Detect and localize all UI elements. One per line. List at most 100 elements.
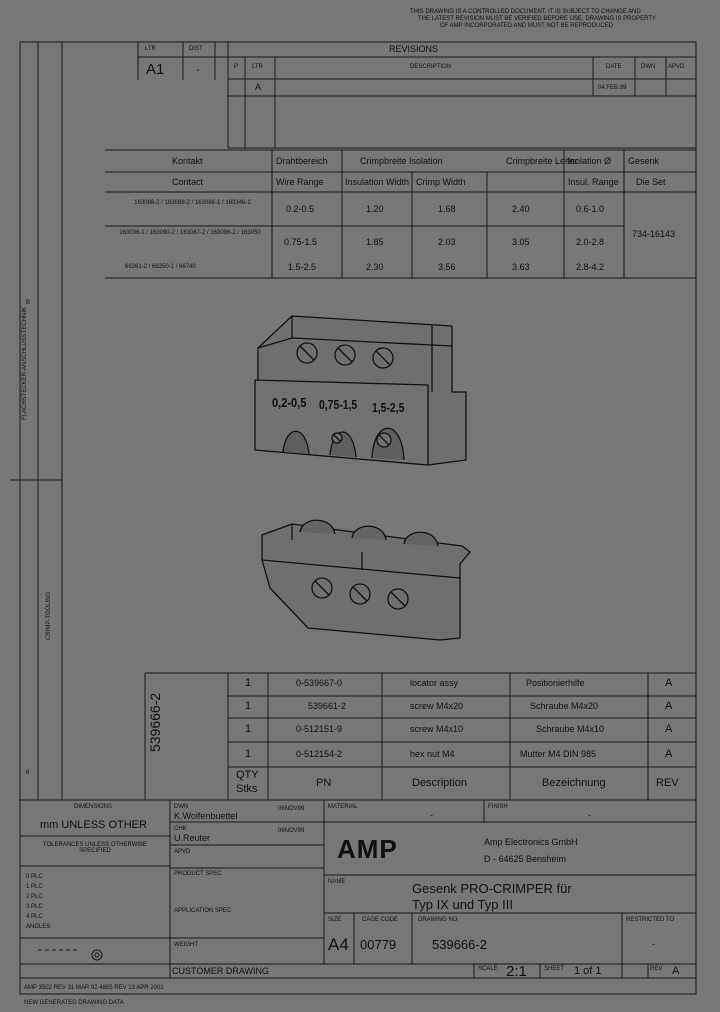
bom-part: 539661-2 bbox=[308, 701, 347, 711]
upper-die-drawing bbox=[254, 315, 467, 466]
hdr-crimp-isol: Crimpbreite Isolation bbox=[360, 156, 443, 166]
dwg-value: 539666-2 bbox=[432, 937, 487, 952]
company-line: D - 64625 Bensheim bbox=[484, 854, 567, 864]
die-set-number: 734-16143 bbox=[632, 229, 676, 239]
material-label: MATERIAL bbox=[328, 804, 358, 810]
row3-range: 2.8-4.2 bbox=[576, 262, 605, 272]
bom-rev: A bbox=[665, 748, 673, 760]
bom-footer-description: Description bbox=[412, 777, 468, 789]
bom-en: screw M4x10 bbox=[410, 724, 464, 734]
dist-label: DIST bbox=[189, 46, 203, 52]
bom-en: hex nut M4 bbox=[410, 749, 455, 759]
amp-logo-text: AMP bbox=[337, 834, 398, 864]
row2-range: 2.0-2.8 bbox=[576, 237, 605, 247]
tolerances-label: TOLERANCES UNLESS OTHERWISE SPECIFIED bbox=[42, 842, 148, 854]
row1-cond: 2.40 bbox=[512, 204, 530, 214]
restricted-value: - bbox=[652, 939, 655, 949]
rev-col-date: DATE bbox=[606, 64, 622, 70]
bom-footer-pn: PN bbox=[316, 777, 332, 789]
tol-line: 0 PLC bbox=[26, 874, 43, 880]
rev-row-ltr: A bbox=[255, 82, 262, 92]
scale-value: 2:1 bbox=[506, 963, 527, 980]
bom-en: locator assy bbox=[410, 678, 459, 688]
bom-en: screw M4x20 bbox=[410, 701, 464, 711]
company-line: Amp Electronics GmbH bbox=[484, 837, 578, 847]
revisions-title: REVISIONS bbox=[389, 44, 439, 54]
hdr-insul-width: Insulation Width bbox=[345, 177, 410, 187]
ltr-label: LTR bbox=[145, 46, 156, 52]
hdr-crimp-leiter: Crimpbreite Leiter bbox=[506, 156, 578, 166]
material-value: - bbox=[430, 810, 433, 820]
chk-label: CHK bbox=[174, 826, 187, 832]
hdr-die-set: Die Set bbox=[636, 177, 666, 187]
row2-contact: 163036-1 / 163090-2 / 163087-2 / 163096-… bbox=[119, 230, 261, 236]
tol-line: 3 PLC bbox=[26, 904, 43, 910]
lower-die-drawing bbox=[261, 519, 471, 641]
notice-line: OF AMP INCORPORATED AND MUST NOT BE REPR… bbox=[440, 23, 613, 29]
bom-footer-qty: QTY bbox=[236, 769, 259, 781]
side-letter-8: 8 bbox=[26, 770, 30, 776]
bom-rev: A bbox=[665, 700, 673, 712]
row1-insul: 1.20 bbox=[366, 204, 384, 214]
dims-value: mm UNLESS OTHER bbox=[40, 819, 147, 831]
name-line: Typ IX und Typ III bbox=[412, 897, 513, 912]
hdr-insul-range: Insul. Range bbox=[568, 177, 619, 187]
die-label-3: 1,5-2,5 bbox=[372, 400, 405, 415]
dwg-label: DRAWING NO bbox=[418, 917, 458, 923]
dwn-date: 06NOV99 bbox=[278, 806, 305, 812]
application-spec-label: APPLICATION SPEC bbox=[174, 908, 232, 914]
row3-cond: 3.63 bbox=[512, 262, 530, 272]
customer-drawing: CUSTOMER DRAWING bbox=[172, 966, 270, 976]
bom-part: 0-539667-0 bbox=[296, 678, 343, 688]
bom-qty: 1 bbox=[245, 677, 252, 689]
sheet-value: 1 of 1 bbox=[574, 965, 602, 977]
amp-logo bbox=[334, 838, 450, 862]
name-label: NAME bbox=[328, 879, 346, 885]
bom-rev: A bbox=[665, 723, 673, 735]
bom-de: Mutter M4 DIN 985 bbox=[520, 749, 597, 759]
hdr-contact: Contact bbox=[172, 177, 204, 187]
rev-col-dwn: DWN bbox=[641, 64, 656, 70]
bom-part: 0-512151-9 bbox=[296, 724, 343, 734]
bottom-note: AMP 3502 REV 31 MAR 92 4805 REV 13 APR 2… bbox=[24, 985, 164, 991]
bom-rev: A bbox=[665, 677, 673, 689]
row3-crimp: 3.56 bbox=[438, 262, 456, 272]
bom-de: Positionierhilfe bbox=[526, 678, 585, 688]
die-label-2: 0,75-1,5 bbox=[319, 397, 358, 412]
side-text-1: FLACHSTECKER-ANSCHLUSSTECHNIK bbox=[22, 306, 28, 420]
cage-value: 00779 bbox=[360, 937, 397, 952]
rev-col-desc: DESCRIPTION bbox=[410, 64, 452, 70]
chk-date: 06NOV99 bbox=[278, 828, 305, 834]
size-value: A4 bbox=[328, 935, 349, 954]
row1-crimp: 1.68 bbox=[438, 204, 456, 214]
cage-label: CAGE CODE bbox=[362, 917, 399, 923]
row3-insul: 2.30 bbox=[366, 262, 384, 272]
bom-de: Schraube M4x20 bbox=[530, 701, 599, 711]
side-letter-b: B bbox=[26, 300, 31, 306]
tol-line: ANGLES bbox=[26, 924, 51, 930]
dims-label: DIMENSIONS bbox=[74, 804, 113, 810]
bom-footer-rev: REV bbox=[656, 777, 679, 789]
hdr-crimp-width: Crimp Width bbox=[416, 177, 466, 187]
hdr-drahtbereich: Drahtbereich bbox=[276, 156, 328, 166]
bom-qty: 1 bbox=[245, 700, 252, 712]
scale-label: SCALE bbox=[478, 966, 498, 972]
apvd-label: APVD bbox=[174, 849, 191, 855]
weight-label: WEIGHT bbox=[174, 942, 198, 948]
finish-value: - bbox=[588, 810, 591, 820]
bom-footer-bezeichnung: Bezeichnung bbox=[542, 777, 606, 789]
row3-contact: 66261-2 / 66350-1 / 66740 bbox=[125, 264, 196, 270]
rev-row-date: 04.FEB.99 bbox=[598, 85, 627, 91]
sheet-label: SHEET bbox=[544, 966, 565, 972]
rev-value: A bbox=[672, 965, 680, 977]
row1-range: 0.6-1.0 bbox=[576, 204, 605, 214]
row2-cond: 3.05 bbox=[512, 237, 530, 247]
row2-wire: 0.75-1.5 bbox=[284, 237, 318, 247]
rev-label: REV bbox=[650, 966, 663, 972]
bom-qty: 1 bbox=[245, 723, 252, 735]
tol-line: 2 PLC bbox=[26, 894, 43, 900]
die-label-1: 0,2-0,5 bbox=[272, 395, 307, 410]
bottom-note-2: NEW GENERATED DRAWING DATA bbox=[24, 1000, 124, 1006]
restricted-label: RESTRICTED TO bbox=[626, 917, 675, 923]
